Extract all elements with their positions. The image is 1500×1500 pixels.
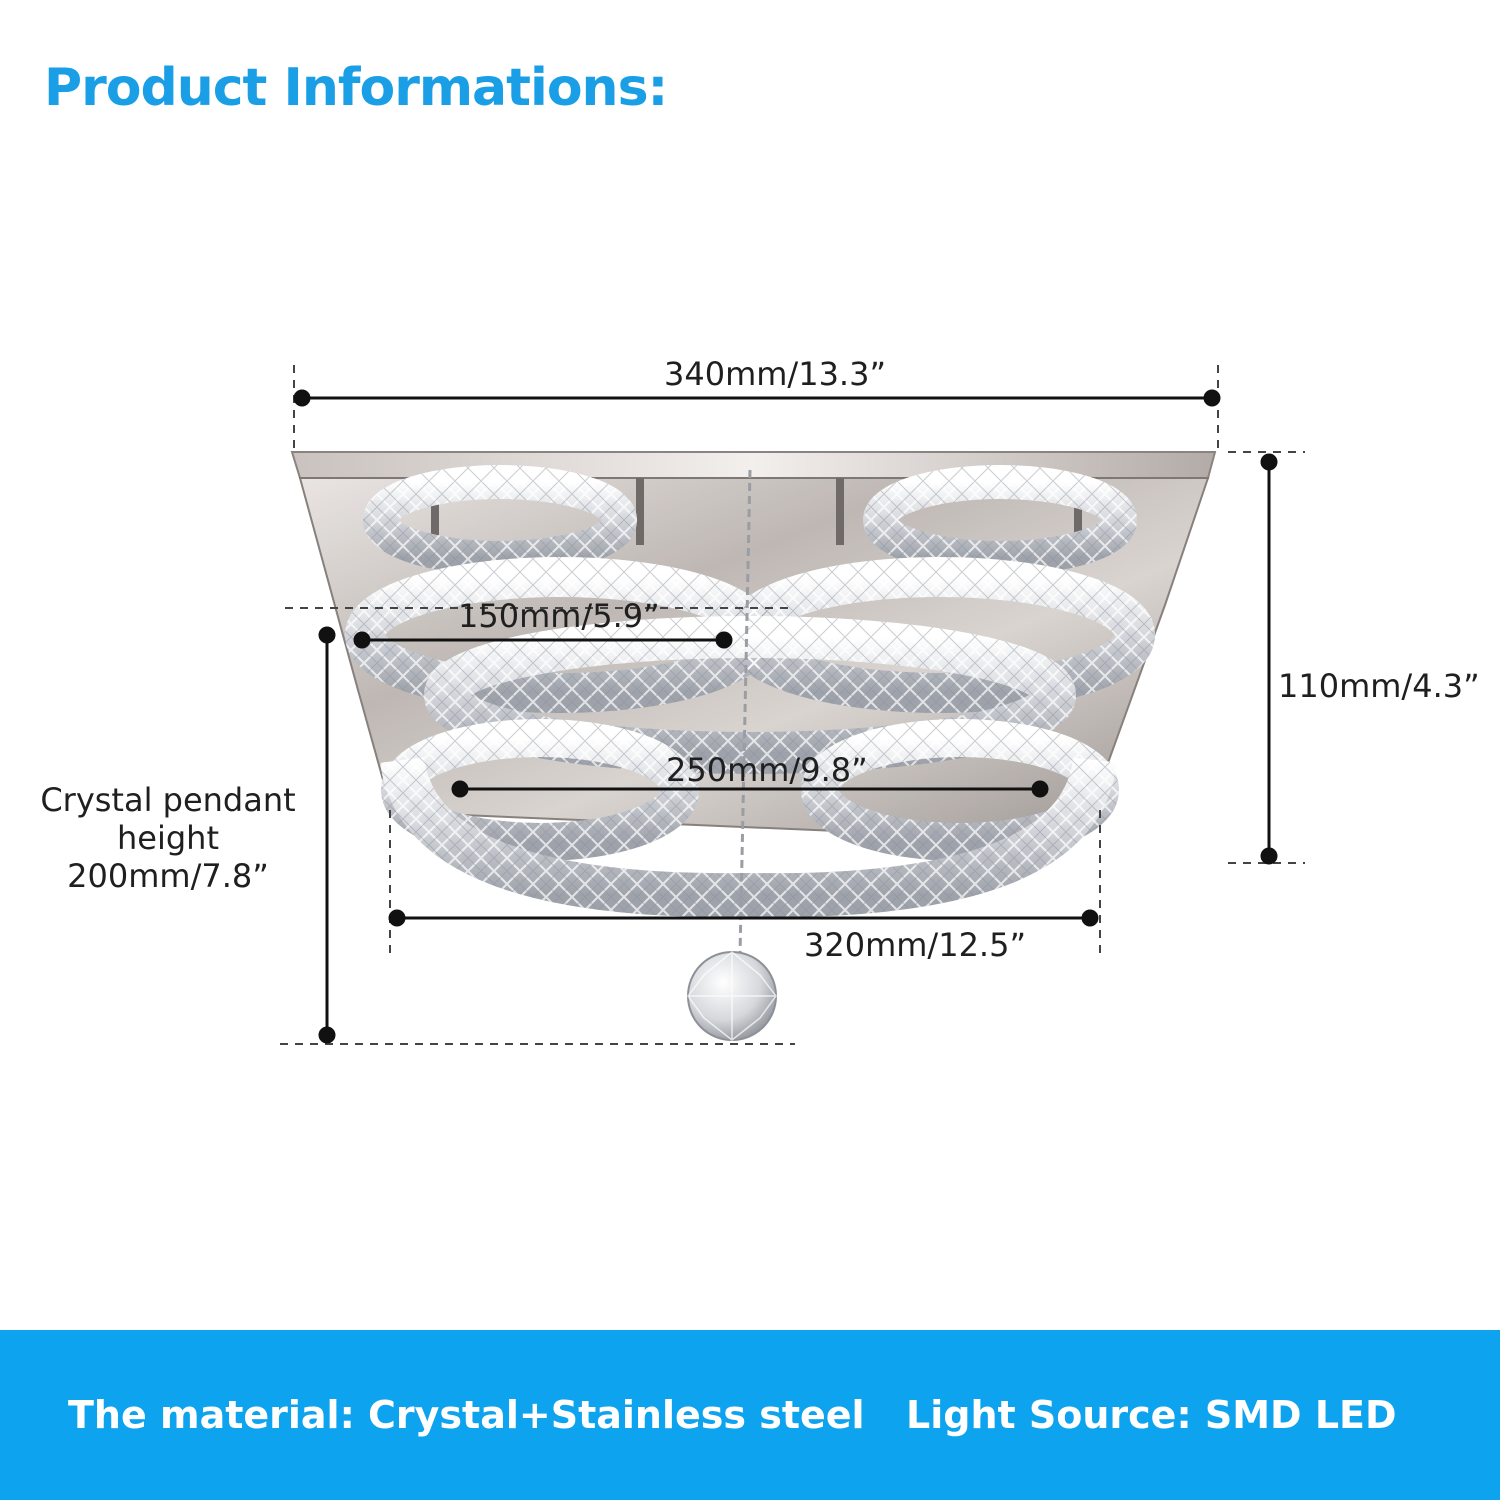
pendant-chain bbox=[738, 469, 752, 956]
total-width-label: 340mm/13.3” bbox=[664, 355, 887, 393]
ring-width-label: 320mm/12.5” bbox=[804, 926, 1027, 964]
pendant-height-subtitle: height bbox=[117, 818, 219, 857]
page-title: Product Informations: bbox=[44, 58, 668, 118]
middle-crystal-ring bbox=[424, 616, 1076, 774]
material-text: The material: Crystal+Stainless steel bbox=[68, 1393, 865, 1437]
pendant-height-title: Crystal pendant bbox=[40, 781, 296, 819]
rear-crystal-rings bbox=[363, 465, 1137, 575]
height-label: 110mm/4.3” bbox=[1278, 667, 1480, 705]
middle-ring-label: 250mm/9.8” bbox=[666, 751, 868, 789]
pendant-height-label: Crystal pendant height 200mm/7.8” bbox=[30, 781, 306, 895]
pendant-height-value: 200mm/7.8” bbox=[67, 856, 269, 895]
product-dimension-diagram bbox=[280, 365, 1305, 1045]
crystal-ball-facets bbox=[687, 951, 777, 1041]
dimension-lines bbox=[280, 365, 1305, 1045]
footer-banner: The material: Crystal+Stainless steel Li… bbox=[0, 1330, 1500, 1500]
light-source-text: Light Source: SMD LED bbox=[906, 1393, 1397, 1437]
inner-ring-label: 150mm/5.9” bbox=[458, 597, 660, 635]
front-crystal-ring bbox=[380, 756, 1117, 918]
ceiling-light-image bbox=[290, 451, 1217, 1041]
